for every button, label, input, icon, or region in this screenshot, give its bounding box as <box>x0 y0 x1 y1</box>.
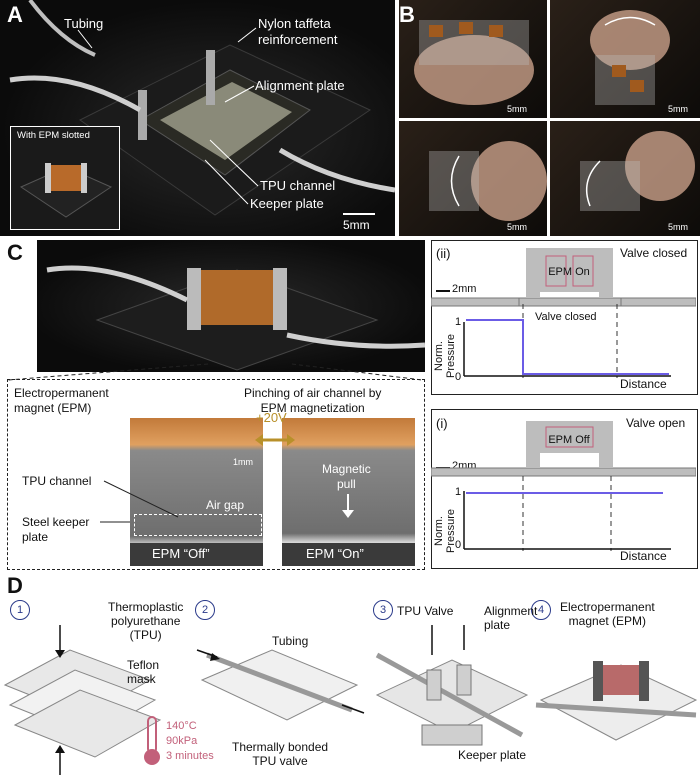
inset-epm-slotted: With EPM slotted <box>10 126 120 230</box>
label-bonded: Thermally bonded TPU valve <box>232 740 329 768</box>
b3-drawing <box>429 141 547 221</box>
label-epm: Electropermanent magnet (EPM) <box>14 386 109 415</box>
ii-xlabel: Distance <box>620 377 667 391</box>
scale-a: 5mm <box>343 218 370 232</box>
step2-drawing <box>196 649 365 721</box>
panel-b-photo-4: 5mm <box>550 121 700 236</box>
ii-pressure-trace <box>466 319 669 375</box>
label-voltage: +20V <box>256 410 287 425</box>
scale-b4: 5mm <box>668 222 688 232</box>
panel-b-photo-2: 5mm <box>550 0 700 118</box>
label-time: 3 minutes <box>166 750 214 762</box>
panel-a-photo: A Tubing Nylon taffeta reinforcement Ali… <box>0 0 395 236</box>
panel-letter-c: C <box>7 240 23 265</box>
ii-title: Valve closed <box>620 246 688 260</box>
ii-scale-bar <box>436 290 450 292</box>
label-epm-off: EPM “Off” <box>152 546 210 561</box>
ii-epm-state: EPM On <box>548 266 590 278</box>
b4-drawing <box>580 131 695 211</box>
zoom-callout-lines <box>7 363 423 381</box>
step-2: 2 <box>195 600 215 620</box>
label-teflon: Teflon mask <box>127 658 160 686</box>
label-nylon: Nylon taffeta reinforcement <box>258 16 338 47</box>
step4-drawing <box>535 661 698 741</box>
label-alignment-plate: Alignment plate <box>255 78 345 93</box>
step3-drawing <box>375 625 529 746</box>
i-drawing: EPM Off <box>431 421 696 551</box>
ii-scale: 2mm <box>452 283 477 295</box>
label-keeper-d: Keeper plate <box>458 748 527 762</box>
label-alignment-d: Alignment plate <box>484 604 538 632</box>
step-3: 3 <box>373 600 393 620</box>
i-epm-state: EPM Off <box>548 434 590 446</box>
label-tpu: Thermoplastic polyurethane (TPU) <box>108 600 184 642</box>
scale-b1: 5mm <box>507 104 527 114</box>
scale-bar-a <box>343 213 375 215</box>
ii-y1: 1 <box>455 316 462 328</box>
b1-drawing <box>414 20 534 105</box>
zoom-epm-off: 1mm Air gap EPM “Off” <box>130 418 263 566</box>
zoom-leaders <box>100 480 179 523</box>
thermometer-icon <box>144 716 160 765</box>
zoom-epm-on: Magnetic pull EPM “On” <box>282 418 415 566</box>
label-tpu-channel: TPU channel <box>260 178 336 193</box>
i-y1: 1 <box>455 486 462 498</box>
panel-b-photo-1: B 5mm <box>399 0 547 118</box>
inset-drawing <box>19 163 113 218</box>
step-4: 4 <box>531 600 551 620</box>
inset-label: With EPM slotted <box>17 130 90 141</box>
voltage-arrow <box>255 434 295 446</box>
panel-c-photo <box>37 240 425 372</box>
panel-letter-a: A <box>7 2 23 27</box>
label-epm-d: Electropermanent magnet (EPM) <box>560 600 655 628</box>
panel-c-device-drawing <box>46 265 425 371</box>
label-steel-keeper: Steel keeper plate <box>22 515 90 544</box>
step1-drawing <box>3 625 162 775</box>
panel-b-photo-3: 5mm <box>399 121 547 236</box>
label-tpu-channel-c: TPU channel <box>22 474 92 488</box>
scale-b2: 5mm <box>668 104 688 114</box>
i-xlabel: Distance <box>620 549 667 563</box>
magnetic-pull-arrow <box>347 494 349 512</box>
epm-on-banner <box>282 543 415 566</box>
zoom-box <box>7 379 425 570</box>
ii-subtitle: Valve closed <box>535 311 597 323</box>
label-magnetic-pull: Magnetic pull <box>322 462 371 491</box>
step-1: 1 <box>10 600 30 620</box>
label-temp: 140°C <box>166 720 197 732</box>
label-keeper-plate: Keeper plate <box>250 196 324 211</box>
label-epm-on: EPM “On” <box>306 546 364 561</box>
i-title: Valve open <box>626 416 686 430</box>
scale-c: 1mm <box>233 457 253 467</box>
ii-tag: (ii) <box>436 246 451 261</box>
air-gap-box <box>134 514 262 536</box>
panel-a-leaders <box>77 27 259 205</box>
label-pinching: Pinching of air channel by EPM magnetiza… <box>244 386 382 415</box>
panel-letter-b: B <box>399 2 415 27</box>
ii-y0: 0 <box>455 371 462 383</box>
panel-a-device-drawing <box>9 0 395 216</box>
i-y0: 0 <box>455 539 462 551</box>
i-tag: (i) <box>436 416 448 431</box>
ii-drawing: EPM On <box>431 248 696 378</box>
label-air-gap: Air gap <box>206 498 245 512</box>
label-tubing: Tubing <box>64 16 104 31</box>
epm-off-banner <box>130 543 263 566</box>
panel-letter-d: D <box>7 573 23 598</box>
magnetic-pull-arrowhead <box>342 510 354 518</box>
label-tpu-valve: TPU Valve <box>397 604 454 618</box>
label-pressure: 90kPa <box>166 735 198 747</box>
b2-drawing <box>590 10 670 105</box>
scale-b3: 5mm <box>507 222 527 232</box>
label-tubing-d: Tubing <box>272 634 309 648</box>
